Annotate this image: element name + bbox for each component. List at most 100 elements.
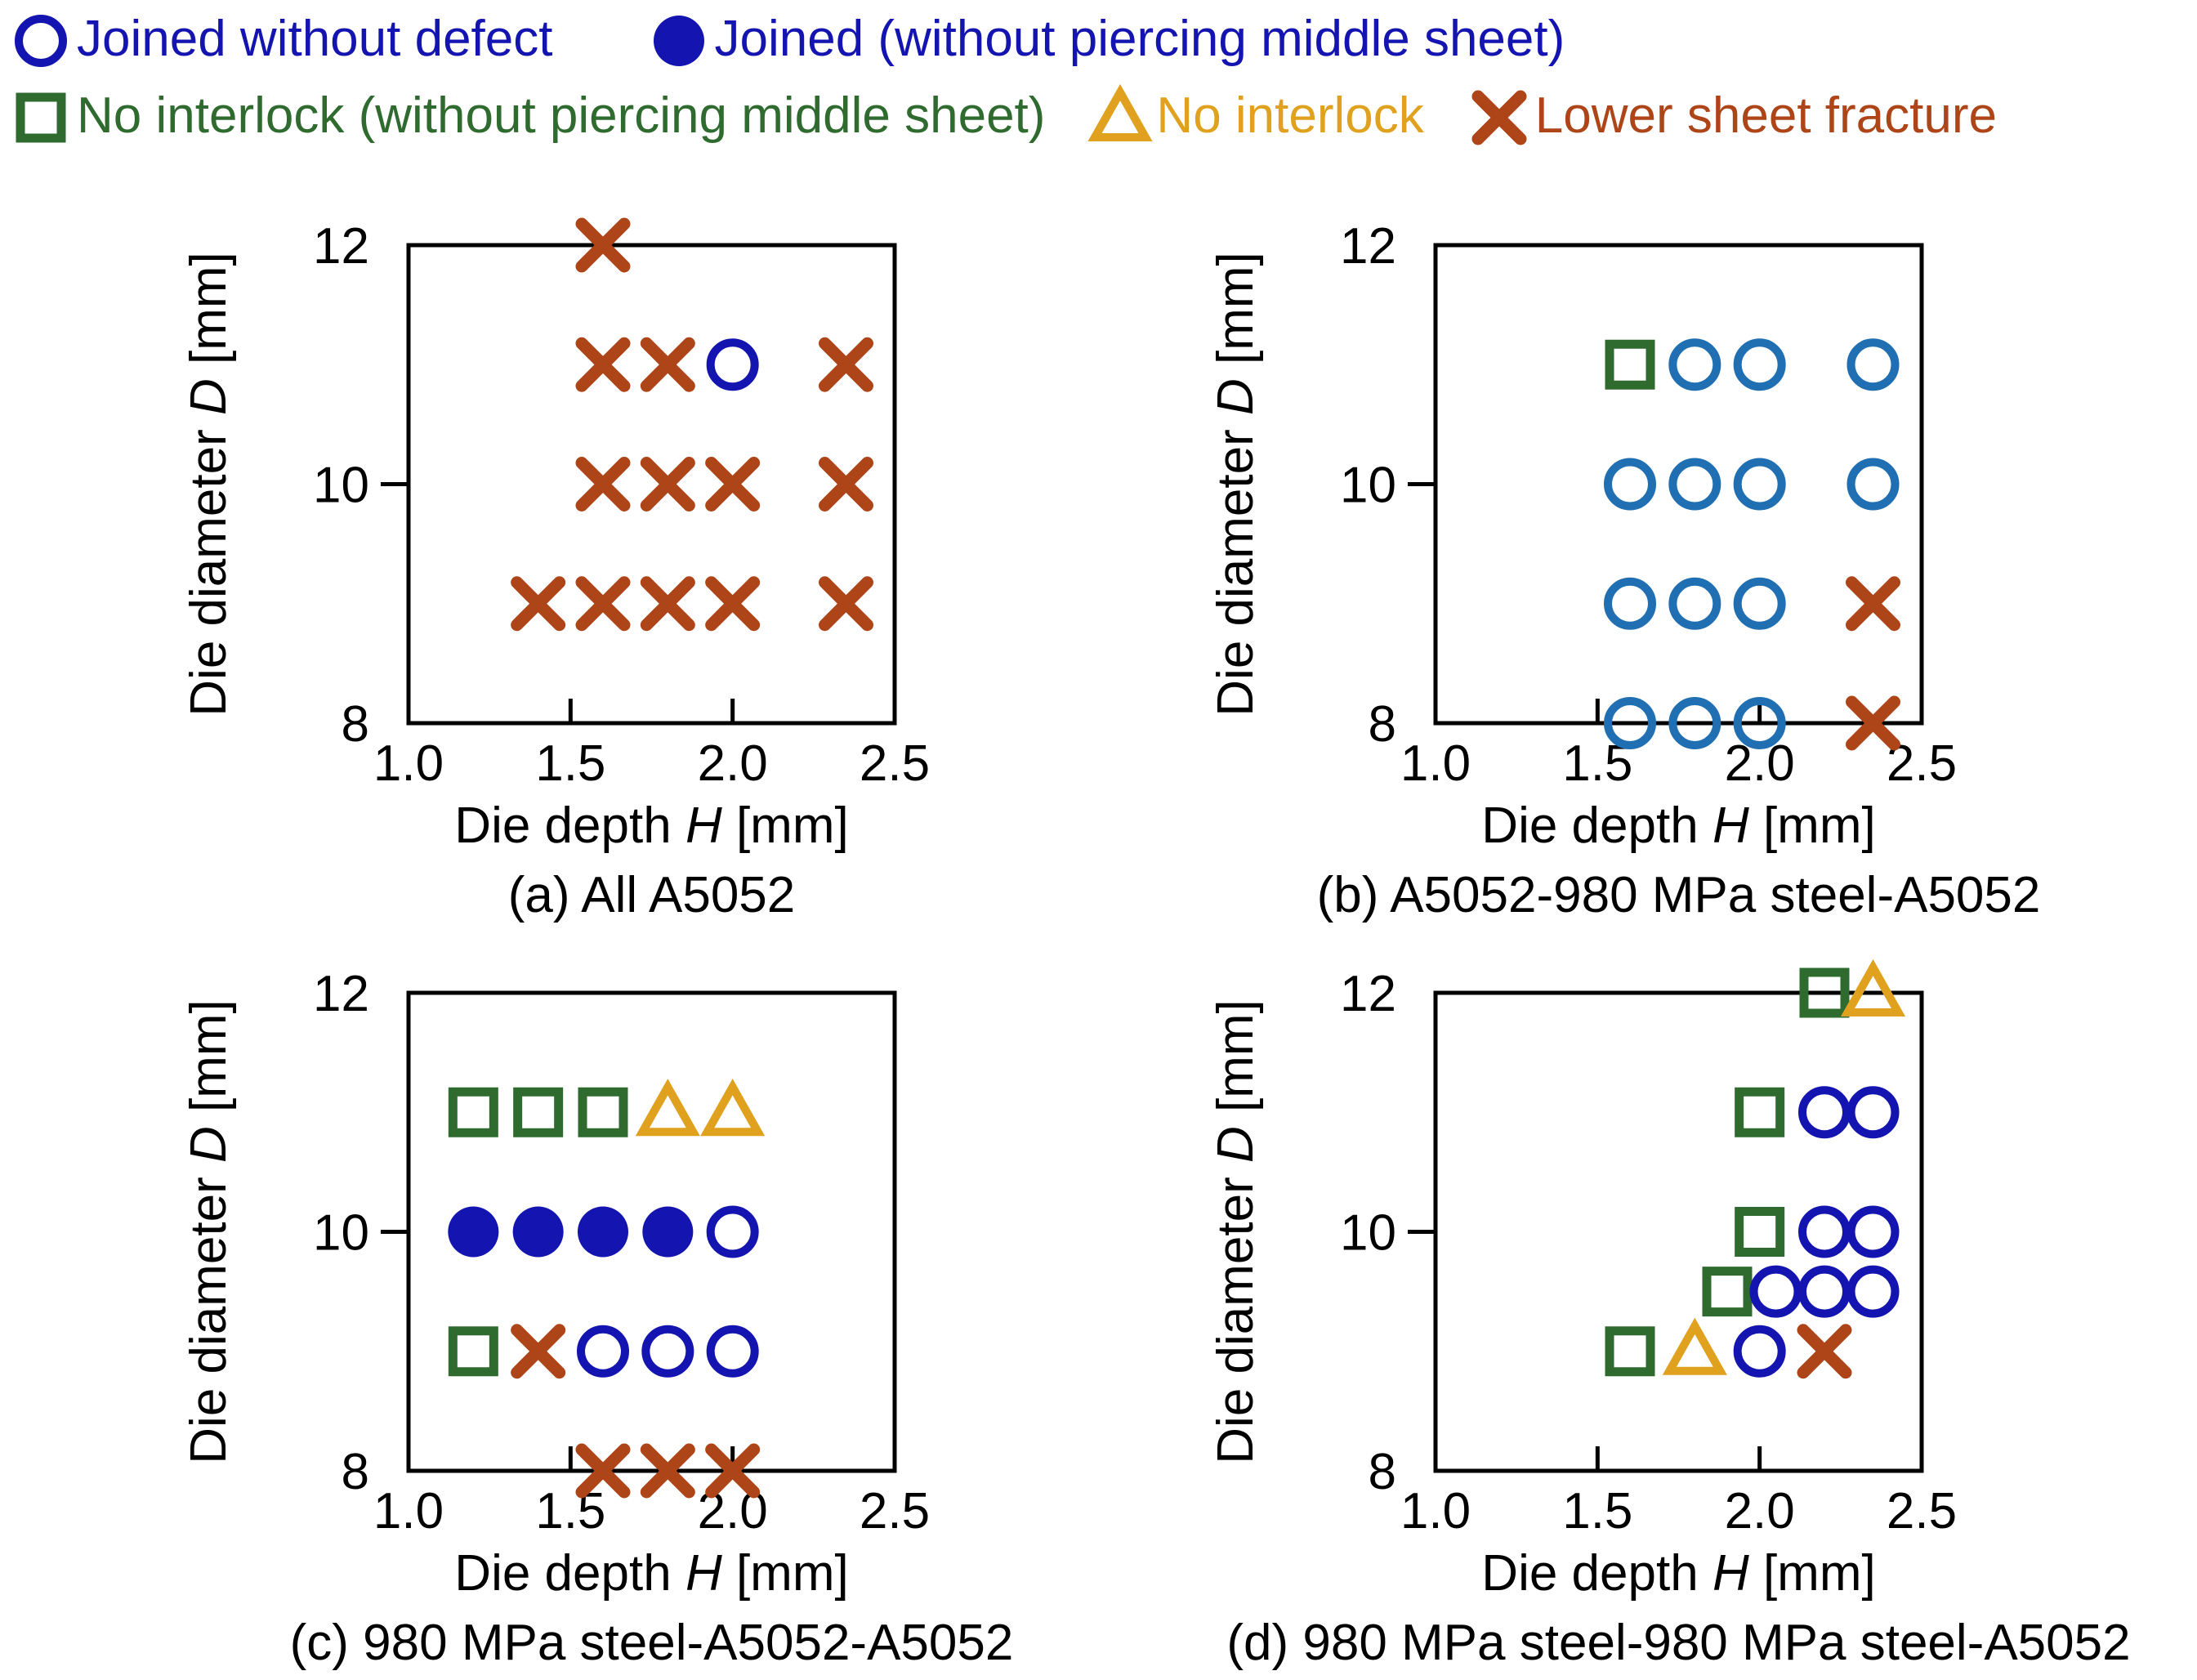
open-square-icon (16, 92, 66, 143)
marker-circle_open (1846, 338, 1900, 391)
marker-circle_filled (653, 16, 704, 66)
marker-circle_open (1668, 458, 1721, 511)
marker-circle_open (1604, 458, 1656, 511)
data-points (511, 217, 873, 632)
marker-circle_open (1668, 697, 1721, 749)
y-tick-label: 10 (1340, 458, 1396, 514)
marker-circle_open (577, 1325, 629, 1378)
marker-circle_filled (512, 1206, 564, 1258)
x-axis-title: Die depth H [mm] (454, 798, 848, 854)
legend-item-no-interlock-without-piercing: No interlock (without piercing middle sh… (11, 87, 1045, 145)
marker-square (578, 1087, 628, 1137)
marker-circle_open (1733, 1325, 1786, 1378)
marker-circle_open (1749, 1265, 1802, 1318)
marker-circle_open (1604, 577, 1656, 630)
y-tick-label: 8 (342, 696, 369, 753)
marker-circle_filled (448, 1206, 499, 1258)
marker-circle_open (1798, 1265, 1851, 1318)
marker-x (575, 337, 631, 392)
data-points (1604, 338, 1900, 751)
marker-x (819, 337, 873, 392)
legend-label: Lower sheet fracture (1534, 87, 1997, 144)
marker-x (575, 1443, 631, 1499)
marker-triangle (1087, 83, 1153, 141)
marker-x (705, 457, 761, 512)
caption-b: (b) A5052-980 MPa steel-A5052 (1316, 867, 2041, 923)
legend-row-1: Joined without defect Joined (without pi… (11, 10, 1997, 69)
x-tick-label: 1.5 (1562, 1483, 1632, 1539)
marker-square (1702, 1267, 1753, 1317)
x-axis-title: Die depth H [mm] (1481, 1545, 1875, 1602)
x-tick-label: 2.5 (860, 735, 930, 792)
legend-label: No interlock (without piercing middle sh… (77, 87, 1046, 144)
marker-triangle (635, 1079, 700, 1137)
marker-x (511, 576, 566, 632)
marker-x (575, 217, 631, 273)
y-axis-title: Die diameter D [mm] (181, 999, 237, 1463)
marker-square (448, 1326, 498, 1377)
x-axis-title: Die depth H [mm] (1481, 798, 1875, 854)
marker-circle_open (1733, 338, 1786, 391)
marker-triangle (700, 1079, 766, 1137)
marker-x (819, 576, 873, 632)
marker-circle_open (1846, 1086, 1900, 1139)
marker-x (511, 1324, 566, 1379)
y-axis-title: Die diameter D [mm] (181, 252, 237, 716)
marker-circle_open (1846, 458, 1900, 511)
marker-circle_open (1604, 697, 1656, 749)
y-tick-label: 12 (1340, 966, 1396, 1022)
x-tick-label: 2.0 (1725, 1483, 1795, 1539)
legend-row-2: No interlock (without piercing middle sh… (11, 83, 1997, 145)
marker-circle_open (1668, 577, 1721, 630)
marker-x (640, 1443, 695, 1499)
marker-square (1605, 339, 1655, 390)
marker-circle_filled (578, 1206, 628, 1258)
marker-x (575, 457, 631, 512)
y-axis-title: Die diameter D [mm] (1208, 252, 1264, 716)
marker-x (705, 1443, 761, 1499)
triangle-icon (1087, 83, 1153, 141)
x-tick-label: 1.0 (373, 735, 444, 792)
marker-x (819, 457, 873, 512)
x-tick-label: 1.5 (535, 735, 605, 792)
x-tick-label: 2.5 (860, 1483, 930, 1539)
y-tick-label: 8 (1369, 1444, 1396, 1500)
marker-circle_open (1798, 1086, 1851, 1139)
y-tick-label: 12 (1340, 218, 1396, 275)
x-tick-label: 1.0 (373, 1483, 444, 1539)
marker-circle_open (1668, 338, 1721, 391)
x-tick-label: 1.0 (1400, 735, 1471, 792)
x-tick-label: 2.0 (698, 735, 768, 792)
legend-label: Joined (without piercing middle sheet) (714, 10, 1565, 67)
legend-label: No interlock (1156, 87, 1424, 144)
x-tick-label: 2.5 (1887, 1483, 1957, 1539)
y-tick-label: 8 (342, 1444, 369, 1500)
y-tick-label: 10 (1340, 1205, 1396, 1262)
legend-item-joined-without-piercing: Joined (without piercing middle sheet) (650, 10, 1565, 69)
y-tick-label: 12 (313, 218, 369, 275)
y-tick-label: 12 (313, 966, 369, 1022)
legend-label: Joined without defect (77, 10, 553, 67)
marker-square (1735, 1087, 1785, 1137)
caption-d: (d) 980 MPa steel-980 MPa steel-A5052 (1226, 1615, 2131, 1671)
marker-x (575, 576, 631, 632)
marker-x (640, 337, 695, 392)
y-tick-label: 8 (1369, 696, 1396, 753)
marker-x (1846, 695, 1900, 751)
marker-x (1471, 90, 1527, 145)
x-tick-label: 1.5 (535, 1483, 605, 1539)
legend: Joined without defect Joined (without pi… (11, 10, 1997, 163)
marker-circle_open (15, 15, 67, 67)
data-points (448, 1079, 766, 1499)
